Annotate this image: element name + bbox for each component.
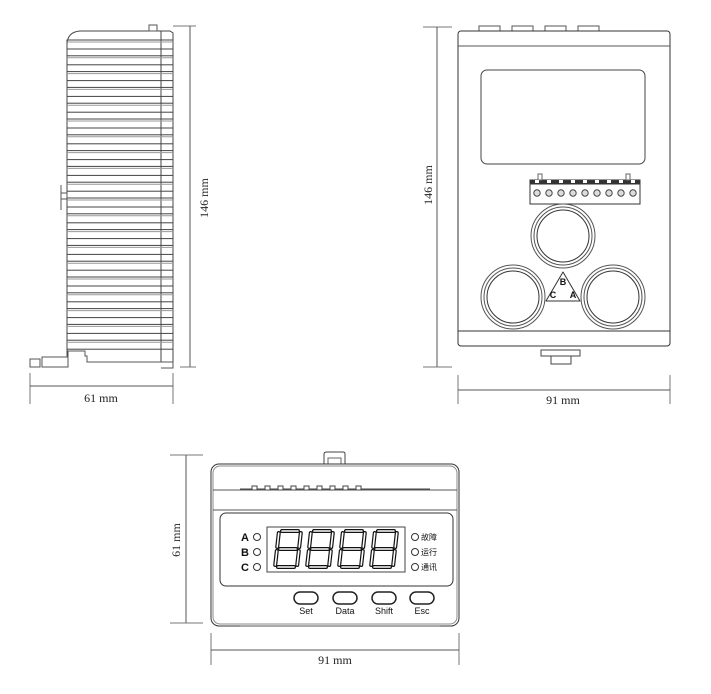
panel-view	[170, 451, 460, 665]
side-height-label: 146 mm	[197, 178, 211, 218]
status-comm-label: 通讯	[421, 562, 437, 572]
ct-hole-a	[580, 264, 646, 330]
status-run-label: 运行	[421, 547, 437, 557]
front-width-label: 91 mm	[546, 393, 580, 407]
front-height-label: 146 mm	[421, 165, 435, 205]
side-view	[29, 24, 196, 404]
ct-hole-c	[480, 264, 546, 330]
side-width-label: 61 mm	[84, 391, 118, 405]
ct-label-b: B	[560, 277, 567, 287]
ct-label-c: C	[550, 290, 557, 300]
status-fault-label: 故障	[421, 532, 437, 542]
data-button-label: Data	[335, 606, 354, 616]
panel-width-label: 91 mm	[318, 653, 352, 667]
phase-label-a: A	[241, 532, 249, 544]
ct-hole-b	[530, 203, 596, 269]
seven-segment-display	[273, 529, 399, 569]
shift-button-label: Shift	[375, 606, 394, 616]
front-view	[423, 25, 671, 404]
heatsink-fins	[66, 39, 174, 350]
set-button-label: Set	[299, 606, 313, 616]
esc-button-label: Esc	[414, 606, 430, 616]
phase-label-b: B	[241, 547, 249, 559]
terminal-block	[529, 173, 641, 205]
panel-height-label: 61 mm	[169, 523, 183, 557]
ct-label-a: A	[570, 290, 577, 300]
phase-label-c: C	[241, 562, 249, 574]
